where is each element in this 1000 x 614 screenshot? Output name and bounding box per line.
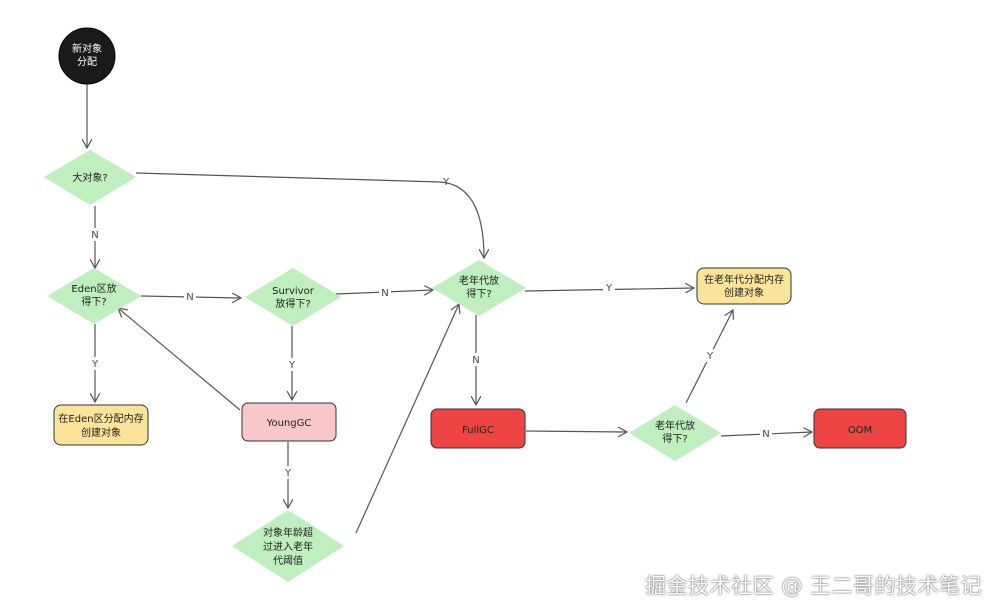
- eden-allocation-line-2: 创建对象: [81, 426, 121, 439]
- oom-label: OOM: [848, 425, 872, 436]
- edge-label-n: N: [762, 429, 769, 440]
- decision-eden-fit-line-2: 得下?: [81, 296, 106, 308]
- edge-old-fit-after-gc-to-old-alloc: Y: [685, 310, 733, 404]
- edge-younggc-to-age-threshold: Y: [282, 442, 294, 508]
- decision-eden-fit-line-1: Eden区放: [71, 282, 116, 295]
- edge-old-fit-after-gc-to-oom: N: [720, 427, 812, 440]
- decision-big-object-label: 大对象?: [72, 171, 107, 184]
- edge-old-fit-to-fullgc: N: [470, 315, 482, 405]
- watermark: 掘金技术社区 @ 王二哥的技术笔记: [645, 574, 982, 598]
- edge-label-y: Y: [284, 468, 292, 479]
- old-gen-allocation-line-2: 创建对象: [724, 286, 764, 299]
- edge-eden-fit-to-eden-alloc: Y: [89, 324, 101, 402]
- old-gen-allocation-line-1: 在老年代分配内存: [704, 273, 784, 286]
- decision-old-fit-after-gc[interactable]: 老年代放 得下?: [629, 405, 721, 461]
- start-node[interactable]: 新对象 分配: [58, 27, 116, 85]
- decision-big-object[interactable]: 大对象?: [44, 150, 136, 205]
- decision-age-threshold[interactable]: 对象年龄超 过进入老年 代阈值: [232, 510, 344, 582]
- eden-allocation-box[interactable]: 在Eden区分配内存 创建对象: [53, 404, 149, 446]
- decision-old-fit-after-gc-line-2: 得下?: [662, 433, 687, 445]
- edge-label-n: N: [381, 288, 388, 299]
- decision-survivor-fit-line-1: Survivor: [272, 286, 315, 297]
- edge-age-threshold-to-old-fit: [355, 304, 459, 534]
- younggc-box[interactable]: YoungGC: [241, 402, 337, 442]
- edge-label-n: N: [91, 230, 98, 241]
- edge-label-y: Y: [706, 351, 714, 362]
- edge-label-y: Y: [605, 283, 613, 294]
- old-gen-allocation-box[interactable]: 在老年代分配内存 创建对象: [696, 267, 792, 305]
- start-node-line-1: 新对象: [72, 42, 102, 55]
- decision-old-fit-line-2: 得下?: [466, 288, 491, 300]
- edge-big-object-to-eden-fit: N: [89, 206, 101, 268]
- edge-old-fit-to-old-alloc: Y: [524, 281, 694, 294]
- edge-survivor-fit-to-younggc: Y: [286, 326, 298, 400]
- edge-eden-fit-to-survivor-fit: N: [140, 290, 241, 303]
- decision-old-fit-after-gc-line-1: 老年代放: [655, 419, 695, 432]
- edge-survivor-fit-to-old-fit: N: [335, 286, 433, 299]
- eden-allocation-line-1: 在Eden区分配内存: [58, 412, 143, 425]
- oom-box[interactable]: OOM: [813, 408, 907, 449]
- decision-survivor-fit[interactable]: Survivor 放得下?: [245, 268, 341, 326]
- edge-label-y: Y: [91, 359, 99, 370]
- start-node-line-2: 分配: [77, 56, 97, 68]
- edge-label-n: N: [472, 355, 479, 366]
- decision-eden-fit[interactable]: Eden区放 得下?: [47, 268, 141, 324]
- decision-old-fit[interactable]: 老年代放 得下?: [432, 260, 526, 316]
- decision-age-threshold-line-3: 代阈值: [273, 554, 303, 567]
- edge-label-y: Y: [442, 177, 450, 188]
- decision-old-fit-line-1: 老年代放: [459, 274, 499, 287]
- edge-label-n: N: [186, 292, 193, 303]
- edge-big-object-to-old-fit: Y: [135, 172, 484, 258]
- edge-fullgc-to-old-fit-after-gc: [525, 431, 627, 432]
- decision-age-threshold-line-1: 对象年龄超: [263, 526, 313, 539]
- younggc-label: YoungGC: [266, 418, 312, 429]
- fullgc-box[interactable]: FullGC: [430, 408, 526, 449]
- fullgc-label: FullGC: [462, 425, 494, 436]
- decision-survivor-fit-line-2: 放得下?: [275, 297, 310, 310]
- decision-age-threshold-line-2: 过进入老年: [263, 540, 313, 553]
- edge-label-y: Y: [288, 360, 296, 371]
- edge-younggc-to-eden-fit: [118, 308, 241, 411]
